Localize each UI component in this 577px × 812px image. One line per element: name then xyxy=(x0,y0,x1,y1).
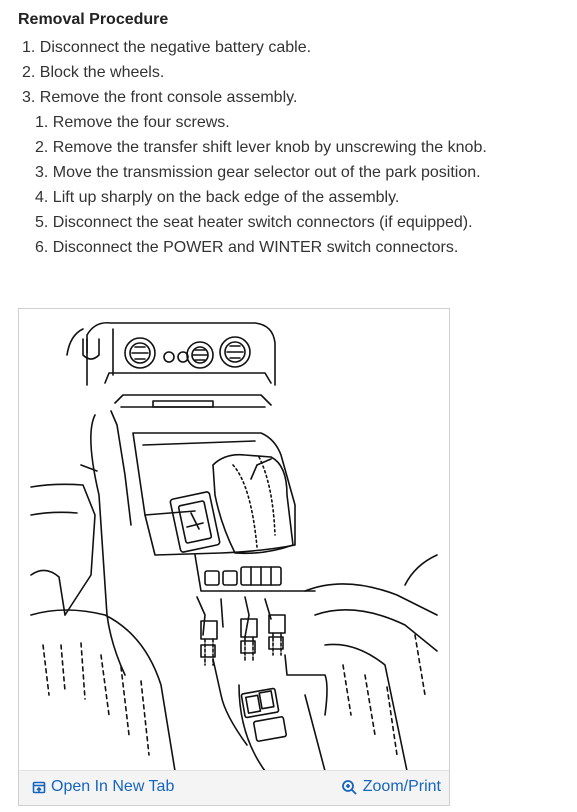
hvac-knobs xyxy=(124,336,251,369)
substep-item: 3. Move the transmission gear selector o… xyxy=(35,164,481,181)
substep-item: 2. Remove the transfer shift lever knob … xyxy=(35,139,487,156)
zoom-print-link[interactable]: Zoom/Print xyxy=(341,778,441,796)
procedure-steps: 1. Disconnect the negative battery cable… xyxy=(22,35,487,260)
step-item: 2. Block the wheels. xyxy=(22,64,165,81)
console-diagram xyxy=(30,321,438,771)
substep-item: 4. Lift up sharply on the back edge of t… xyxy=(35,189,400,206)
switch-buttons xyxy=(204,566,282,586)
substep-item: 6. Disconnect the POWER and WINTER switc… xyxy=(35,239,459,256)
step-item: 3. Remove the front console assembly. xyxy=(22,89,298,106)
open-new-tab-icon xyxy=(32,781,46,794)
procedure-heading: Removal Procedure xyxy=(18,11,169,28)
procedure-substeps: 1. Remove the four screws. 2. Remove the… xyxy=(22,110,487,260)
open-new-tab-label: Open In New Tab xyxy=(51,778,175,795)
substep-item: 5. Disconnect the seat heater switch con… xyxy=(35,214,473,231)
substep-item: 1. Remove the four screws. xyxy=(35,114,230,131)
console-figure: Open In New Tab Zoom/Print xyxy=(18,308,450,806)
wiring-connectors xyxy=(196,596,286,666)
step-item: 1. Disconnect the negative battery cable… xyxy=(22,39,312,56)
open-new-tab-link[interactable]: Open In New Tab xyxy=(32,778,174,796)
zoom-magnifier-icon xyxy=(341,779,357,795)
zoom-print-label: Zoom/Print xyxy=(362,778,441,795)
substeps-container: 1. Remove the four screws. 2. Remove the… xyxy=(22,110,487,260)
figure-toolbar: Open In New Tab Zoom/Print xyxy=(19,770,449,805)
